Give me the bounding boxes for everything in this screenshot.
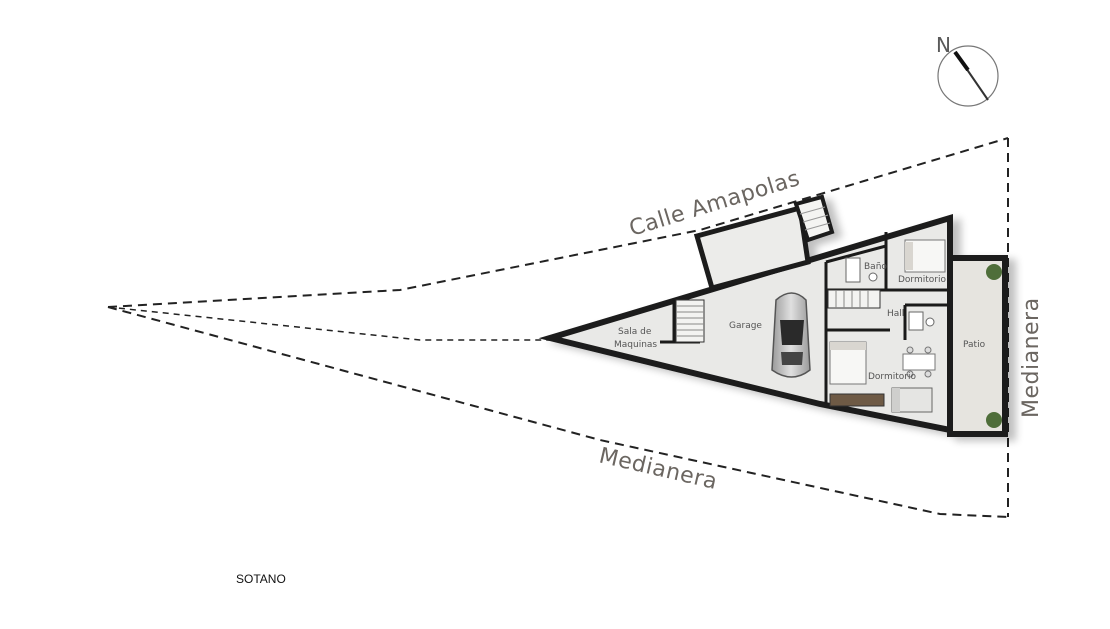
sheet-label: SOTANO [236, 572, 286, 586]
car-icon [771, 292, 811, 378]
patio-area [947, 255, 1008, 437]
room-label-garage: Garage [729, 321, 762, 331]
interior-stairs [675, 289, 881, 343]
room-label-dormitorio-bottom: Dormitorio [868, 372, 916, 382]
lot-boundary [107, 137, 1009, 518]
sofa [891, 387, 933, 413]
room-label-hall: Hall [887, 309, 904, 319]
interior-walls [660, 232, 950, 404]
room-label-bano: Baño [864, 262, 887, 272]
entry-stair [793, 194, 835, 243]
bed-top [904, 239, 946, 273]
bed-bottom [829, 341, 867, 385]
room-label-sala-line2: Maquinas [614, 340, 657, 350]
lot-boundary-inner [107, 306, 560, 341]
wardrobe-strip [829, 393, 885, 407]
boundary-bottom-label: Medianera [597, 443, 720, 494]
plant-icon [986, 264, 1002, 280]
compass-icon: N [936, 33, 999, 107]
room-label-sala-line1: Sala de [618, 327, 652, 337]
room-label-dormitorio-top: Dormitorio [898, 275, 946, 285]
lot-boundary-bottom [107, 306, 1009, 518]
bathroom-fixtures [845, 257, 935, 331]
plant-icon [986, 412, 1002, 428]
ramp-box [693, 204, 811, 292]
compass-north-label: N [936, 33, 951, 57]
boundary-right-label: Medianera [1019, 297, 1044, 418]
dining-table [902, 346, 936, 378]
room-label-patio: Patio [963, 340, 986, 350]
